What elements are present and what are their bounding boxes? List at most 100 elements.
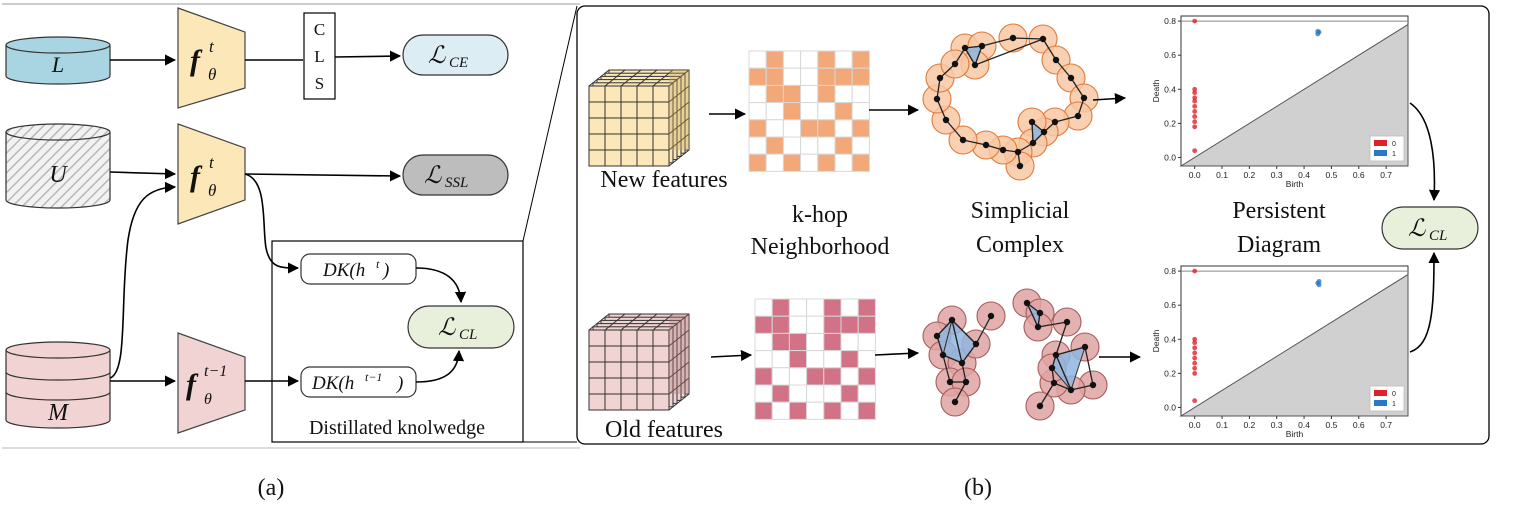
- grid-cell: [765, 153, 784, 172]
- cube-cell: [620, 345, 638, 363]
- grid-cell: [851, 119, 870, 138]
- grid-cell: [834, 50, 853, 69]
- cube-cell: [588, 101, 606, 119]
- complex-vertex: [939, 351, 947, 359]
- complex-vertex: [1048, 364, 1056, 372]
- complex-vertex: [951, 398, 959, 406]
- grid-cell: [788, 367, 808, 386]
- cube-cell: [636, 393, 654, 411]
- persistent-label-line1: Persistent: [1232, 198, 1326, 224]
- simplicial-complex-new: [922, 23, 1099, 181]
- grid-cell: [806, 298, 825, 317]
- cube-cell: [604, 101, 622, 119]
- x-tick-label: 0.3: [1271, 420, 1283, 430]
- cube-cell: [636, 377, 654, 395]
- grid-cell: [771, 401, 790, 420]
- complex-edge: [1055, 346, 1086, 356]
- complex-edge: [961, 362, 967, 383]
- cube-edge: [668, 101, 690, 119]
- grid-cell: [806, 332, 825, 352]
- complex-vertex: [1036, 402, 1044, 410]
- data-point: [1316, 282, 1322, 288]
- legend-label: 0: [1392, 391, 1396, 398]
- grid-cell: [788, 384, 808, 403]
- cube-cell: [604, 377, 622, 395]
- grid-cell: [806, 401, 825, 420]
- data-point: [1192, 370, 1198, 376]
- cube-cell: [652, 133, 670, 151]
- new-features-cube: [588, 69, 690, 167]
- loss-ssl-node: ℒ SSL: [402, 154, 509, 196]
- legend-label: 0: [1392, 141, 1396, 148]
- grid-cell: [782, 84, 802, 104]
- y-tick-label: 0.0: [1164, 152, 1176, 162]
- grid-cell: [823, 298, 842, 317]
- grid-cell: [851, 102, 870, 121]
- data-point: [1192, 124, 1198, 130]
- grid-cell: [823, 315, 842, 334]
- grid-cell: [771, 332, 790, 352]
- cube-edge: [668, 85, 690, 103]
- grid-cell: [800, 50, 819, 69]
- grid-cell: [840, 315, 859, 334]
- data-point: [1315, 31, 1321, 37]
- x-tick-label: 0.5: [1326, 420, 1338, 430]
- cube-cell: [604, 345, 622, 363]
- grid-cell: [748, 136, 767, 155]
- grid-cell: [782, 119, 802, 138]
- x-axis-label: Birth: [1286, 429, 1304, 439]
- complex-edge: [1037, 321, 1068, 328]
- khop-label-line2: Neighborhood: [751, 234, 890, 260]
- grid-cell: [823, 401, 842, 420]
- y-tick-label: 0.4: [1164, 334, 1176, 344]
- svg-text:L: L: [314, 47, 324, 66]
- complex-vertex: [951, 60, 959, 68]
- y-axis-label: Death: [1151, 79, 1161, 102]
- y-tick-label: 0.6: [1164, 300, 1176, 310]
- caption-b: (b): [964, 475, 992, 501]
- y-tick-label: 0.4: [1164, 84, 1176, 94]
- complex-edge: [951, 319, 963, 364]
- grid-cell: [834, 102, 853, 121]
- grid-cell: [857, 350, 876, 369]
- complex-vertex: [1040, 128, 1048, 136]
- grid-cell: [851, 84, 870, 104]
- legend-swatch: [1374, 390, 1387, 396]
- cube-cell: [588, 393, 606, 411]
- grid-cell: [754, 401, 773, 420]
- data-point: [1192, 350, 1198, 356]
- encoder-symbol: f: [190, 160, 203, 193]
- svg-text:ℒ: ℒ: [438, 315, 456, 341]
- cube-edge: [668, 117, 690, 135]
- encoder-prev-sub: θ: [204, 391, 212, 408]
- complex-vertex: [958, 359, 966, 367]
- cube-cell: [620, 133, 638, 151]
- grid-cell: [788, 315, 808, 334]
- y-tick-label: 0.2: [1164, 118, 1176, 128]
- cube-cell: [620, 377, 638, 395]
- complex-vertex: [959, 136, 967, 144]
- svg-text:t: t: [376, 257, 380, 271]
- part-b-arrows: [709, 93, 1441, 363]
- complex-vertex: [933, 95, 941, 103]
- cube-edge: [668, 329, 690, 347]
- grid-cell: [806, 367, 825, 386]
- encoder-sub: θ: [208, 181, 216, 200]
- cube-edge: [668, 377, 690, 395]
- old-features-label: Old features: [605, 417, 723, 443]
- grid-cell: [834, 67, 853, 86]
- cube-side-shade: [669, 314, 689, 394]
- complex-vertex: [1052, 351, 1060, 359]
- grid-cell: [800, 102, 819, 121]
- complex-edge: [981, 37, 1014, 47]
- x-tick-label: 0.4: [1298, 170, 1310, 180]
- complex-edge: [961, 343, 977, 364]
- grid-cell: [788, 332, 808, 352]
- svg-text:CL: CL: [1429, 228, 1447, 244]
- cube-edge: [668, 361, 690, 379]
- cube-cell: [652, 393, 670, 411]
- khop-label-line1: k-hop: [792, 202, 848, 228]
- y-tick-label: 0.0: [1164, 402, 1176, 412]
- encoder-sup: t: [209, 153, 215, 172]
- complex-vertex: [1051, 118, 1059, 126]
